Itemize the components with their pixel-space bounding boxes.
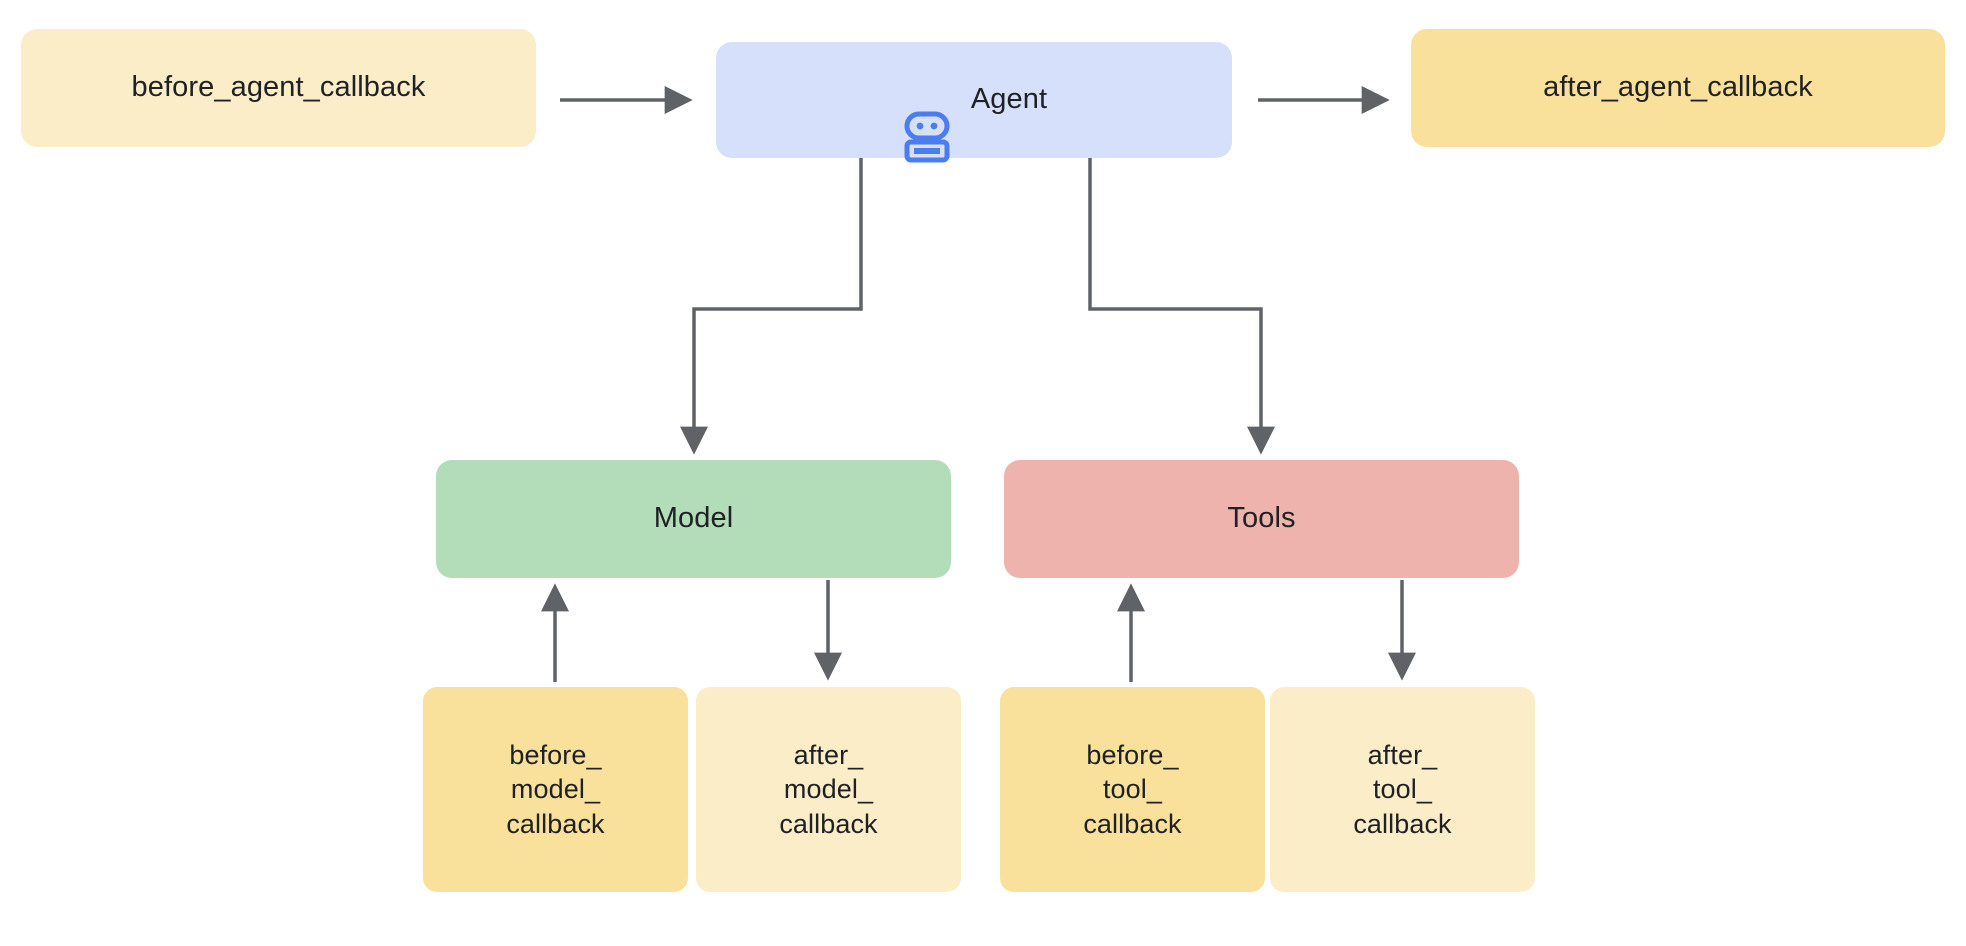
node-tools[interactable]: Tools xyxy=(1004,460,1519,578)
node-model-label: Model xyxy=(653,502,734,535)
node-after-model-callback[interactable]: after_ model_ callback xyxy=(696,687,961,892)
node-agent-label: Agent xyxy=(970,83,1048,116)
node-before-agent-callback-label: before_agent_callback xyxy=(131,71,426,104)
node-tools-label: Tools xyxy=(1227,502,1296,535)
node-model[interactable]: Model xyxy=(436,460,951,578)
node-after-agent-callback-label: after_agent_callback xyxy=(1543,71,1813,104)
robot-icon xyxy=(901,74,953,163)
node-before-model-callback[interactable]: before_ model_ callback xyxy=(423,687,688,892)
node-after-tool-callback[interactable]: after_ tool_ callback xyxy=(1270,687,1535,892)
node-after-agent-callback[interactable]: after_agent_callback xyxy=(1411,29,1945,147)
node-before-agent-callback[interactable]: before_agent_callback xyxy=(21,29,536,147)
node-before-model-callback-label: before_ model_ callback xyxy=(506,739,605,839)
edge-agent-to-model xyxy=(680,158,863,455)
node-agent[interactable]: Agent xyxy=(716,42,1232,163)
node-before-tool-callback-label: before_ tool_ callback xyxy=(1083,739,1182,839)
node-after-model-callback-label: after_ model_ callback xyxy=(779,739,878,839)
node-before-tool-callback[interactable]: before_ tool_ callback xyxy=(1000,687,1265,892)
node-after-tool-callback-label: after_ tool_ callback xyxy=(1353,739,1452,839)
edge-agent-to-tools xyxy=(1088,158,1275,455)
